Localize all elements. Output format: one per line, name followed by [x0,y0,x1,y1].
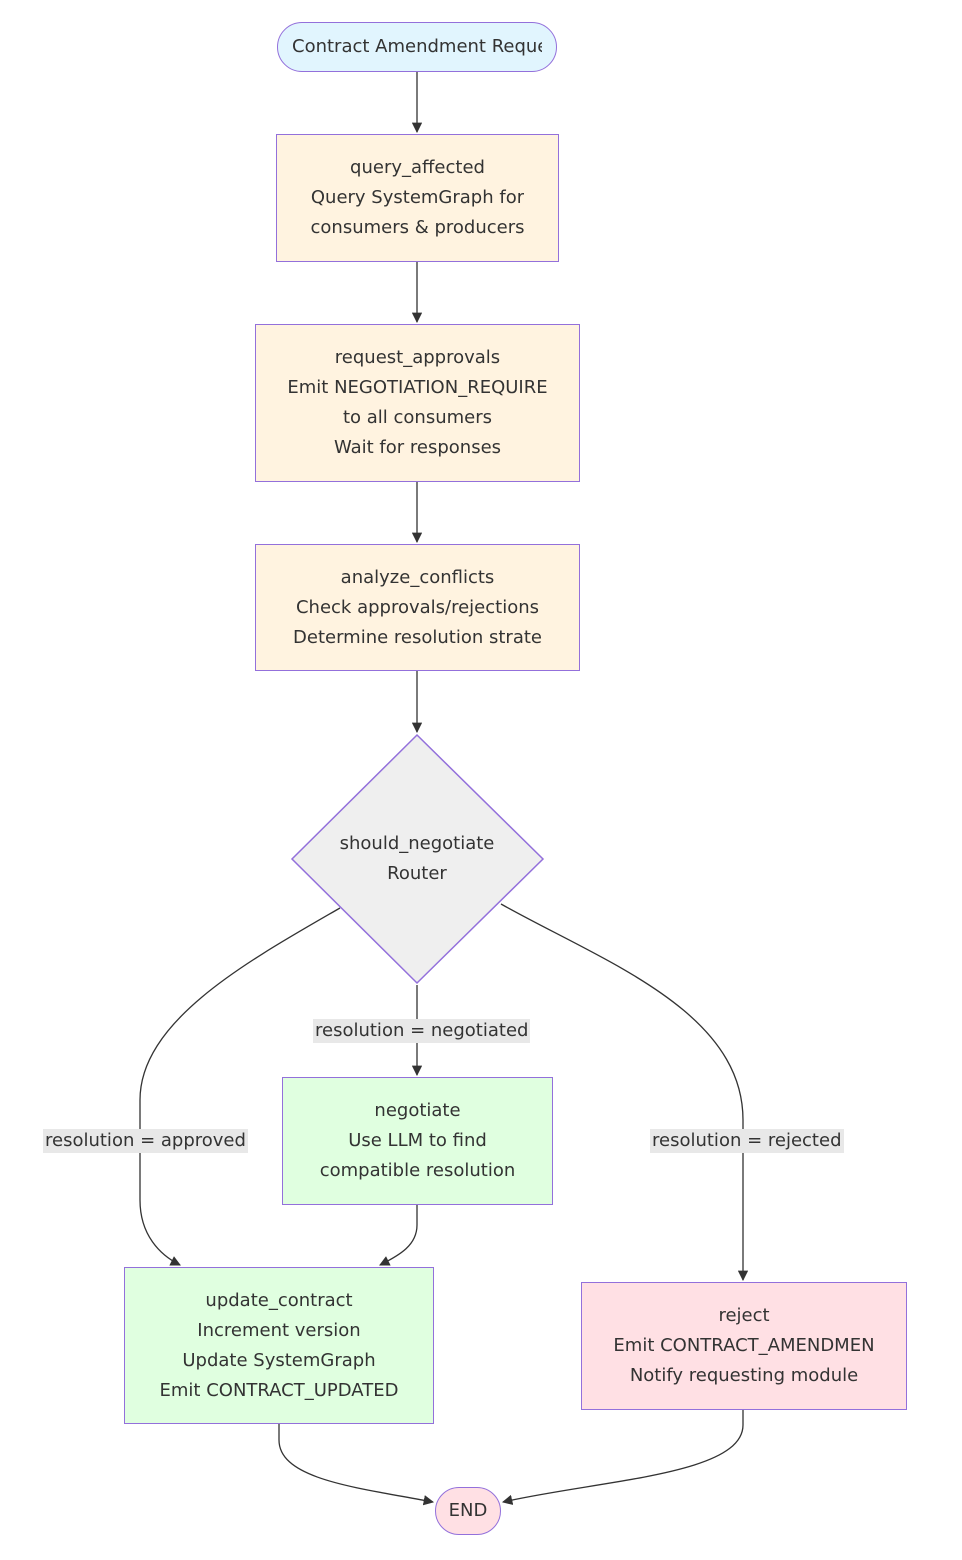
edge-router-to-update [139,907,341,1266]
should-negotiate-title: should_negotiate [339,833,495,854]
update-contract-line: Increment version [197,1319,361,1341]
update-contract-line: Emit CONTRACT_UPDATED [159,1379,399,1401]
query-affected-node: query_affected Query SystemGraph for con… [276,134,559,262]
edge-negotiate-to-update [379,1205,418,1266]
start-node: Contract Amendment Reque [277,22,557,72]
edge-router-to-reject [500,903,749,1282]
request-approvals-title: request_approvals [334,347,501,368]
update-contract-node: update_contract Increment version Update… [124,1267,434,1424]
update-contract-line: Update SystemGraph [182,1349,376,1371]
negotiate-node: negotiate Use LLM to find compatible res… [282,1077,553,1205]
end-label: END [448,1500,488,1521]
reject-node: reject Emit CONTRACT_AMENDMEN Notify req… [581,1282,907,1410]
update-contract-title: update_contract [205,1289,353,1311]
query-affected-line: consumers & producers [310,217,525,238]
analyze-conflicts-node: analyze_conflicts Check approvals/reject… [255,544,580,671]
reject-line: Notify requesting module [629,1365,859,1386]
edge-reject-to-end [501,1410,744,1506]
request-approvals-node: request_approvals Emit NEGOTIATION_REQUI… [255,324,580,482]
query-affected-title: query_affected [350,157,485,178]
request-approvals-line: Wait for responses [333,437,502,458]
reject-title: reject [718,1305,770,1326]
analyze-conflicts-title: analyze_conflicts [340,566,495,588]
analyze-conflicts-line: Check approvals/rejections [295,596,540,618]
query-affected-line: Query SystemGraph for [310,187,525,208]
reject-line: Emit CONTRACT_AMENDMEN [613,1335,875,1356]
analyze-conflicts-line: Determine resolution strate [293,626,542,648]
should-negotiate-subtitle: Router [387,863,447,884]
end-node: END [435,1487,501,1535]
negotiate-line: Use LLM to find [348,1130,487,1151]
edge-label-approved: resolution = approved [43,1129,248,1153]
should-negotiate-node: should_negotiate Router [317,829,517,889]
negotiate-title: negotiate [374,1100,461,1121]
request-approvals-line: to all consumers [342,407,493,428]
edge-label-negotiated: resolution = negotiated [313,1019,531,1043]
edge-label-rejected: resolution = rejected [650,1129,844,1153]
edge-update-to-end [278,1424,435,1506]
request-approvals-line: Emit NEGOTIATION_REQUIRE [287,377,548,398]
start-label: Contract Amendment Reque [292,36,542,57]
decision-diamond [290,733,545,985]
negotiate-line: compatible resolution [319,1160,516,1181]
